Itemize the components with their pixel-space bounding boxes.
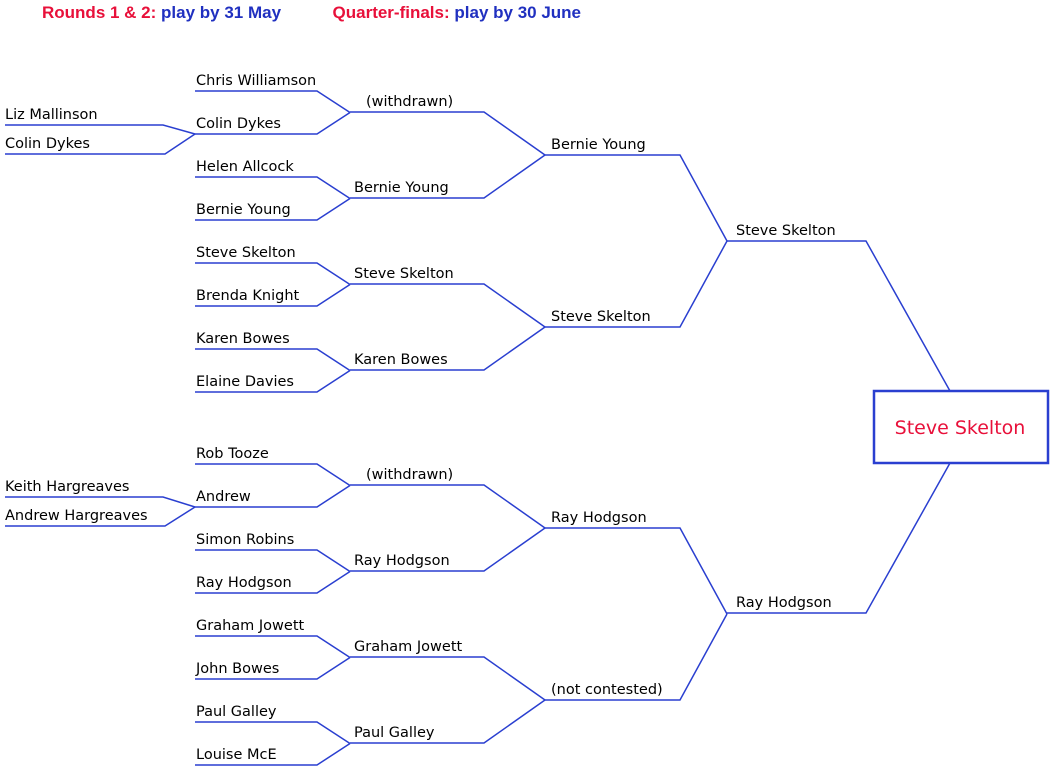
round1-entry: John Bowes [195, 661, 279, 677]
round4-line [727, 240, 951, 392]
round1-entry: Karen Bowes [196, 331, 290, 347]
round1-entry: Rob Tooze [196, 446, 269, 462]
round2-entry: Karen Bowes [354, 352, 448, 368]
quarter-finals-label: Quarter-finals: [332, 3, 450, 22]
round1-line [195, 721, 351, 745]
round1-line [195, 283, 351, 307]
preliminary-entry: Keith Hargreaves [5, 479, 129, 495]
round1-entry: Helen Allcock [196, 159, 294, 175]
winner-box [872, 389, 1050, 465]
round3-line [545, 613, 728, 701]
round1-line [195, 570, 351, 594]
preliminary-entry: Colin Dykes [5, 136, 90, 152]
round1-line [195, 262, 351, 286]
round1-line [195, 176, 351, 200]
round1-entry: Simon Robins [196, 532, 294, 548]
round3-entry: Bernie Young [551, 137, 646, 153]
round1-entry: Colin Dykes [196, 116, 281, 132]
header: Rounds 1 & 2: play by 31 May Quarter-fin… [42, 3, 581, 23]
round1-line [195, 635, 351, 659]
round2-entry: (withdrawn) [366, 467, 453, 483]
round1-line [195, 742, 351, 766]
quarter-finals-date: play by 30 June [454, 3, 582, 22]
round3-entry: Ray Hodgson [551, 510, 647, 526]
round4-line [727, 462, 951, 614]
round2-entry: Bernie Young [354, 180, 449, 196]
round1-line [195, 90, 351, 114]
round1-entry: Paul Galley [196, 704, 277, 720]
round3-line [545, 154, 728, 242]
round1-line [195, 197, 351, 221]
round1-entry: Elaine Davies [196, 374, 294, 390]
round2-line [350, 154, 546, 199]
round1-entry: Ray Hodgson [196, 575, 292, 591]
round2-entry: Steve Skelton [354, 266, 454, 282]
rounds-date: play by 31 May [161, 3, 282, 22]
round2-entry: Graham Jowett [354, 639, 463, 655]
preliminary-entry: Liz Mallinson [5, 107, 98, 123]
round3-entry: Steve Skelton [551, 309, 651, 325]
round1-line [195, 111, 351, 135]
round2-line [350, 484, 546, 529]
winner-name: Steve Skelton [895, 417, 1026, 439]
round1-entry: Bernie Young [196, 202, 291, 218]
preliminary-line [5, 506, 196, 527]
preliminary-line [5, 496, 196, 508]
round3-line [545, 240, 728, 328]
round2-line [350, 699, 546, 744]
round1-entry: Chris Williamson [196, 73, 316, 89]
preliminary-entry: Andrew Hargreaves [5, 508, 148, 524]
round2-entry: (withdrawn) [366, 94, 453, 110]
round2-entry: Paul Galley [354, 725, 435, 741]
preliminary-line [5, 133, 196, 155]
round1-entry: Steve Skelton [196, 245, 296, 261]
round1-entry: Louise McE [196, 747, 277, 763]
round4-entry: Steve Skelton [736, 223, 836, 239]
round1-line [195, 656, 351, 680]
round1-entry: Graham Jowett [196, 618, 305, 634]
round2-line [350, 111, 546, 156]
round2-line [350, 283, 546, 328]
round1-entry: Brenda Knight [196, 288, 300, 304]
round1-line [195, 484, 351, 508]
round1-line [195, 549, 351, 573]
rounds-label: Rounds 1 & 2: [42, 3, 157, 22]
round1-entry: Andrew [196, 489, 251, 505]
round2-entry: Ray Hodgson [354, 553, 450, 569]
round1-line [195, 348, 351, 372]
preliminary-line [5, 124, 196, 135]
round2-line [350, 656, 546, 701]
round3-entry: (not contested) [551, 682, 663, 698]
round1-line [195, 369, 351, 393]
round1-line [195, 463, 351, 487]
round2-line [350, 326, 546, 371]
round4-entry: Ray Hodgson [736, 595, 832, 611]
round2-line [350, 527, 546, 572]
round3-line [545, 527, 728, 615]
